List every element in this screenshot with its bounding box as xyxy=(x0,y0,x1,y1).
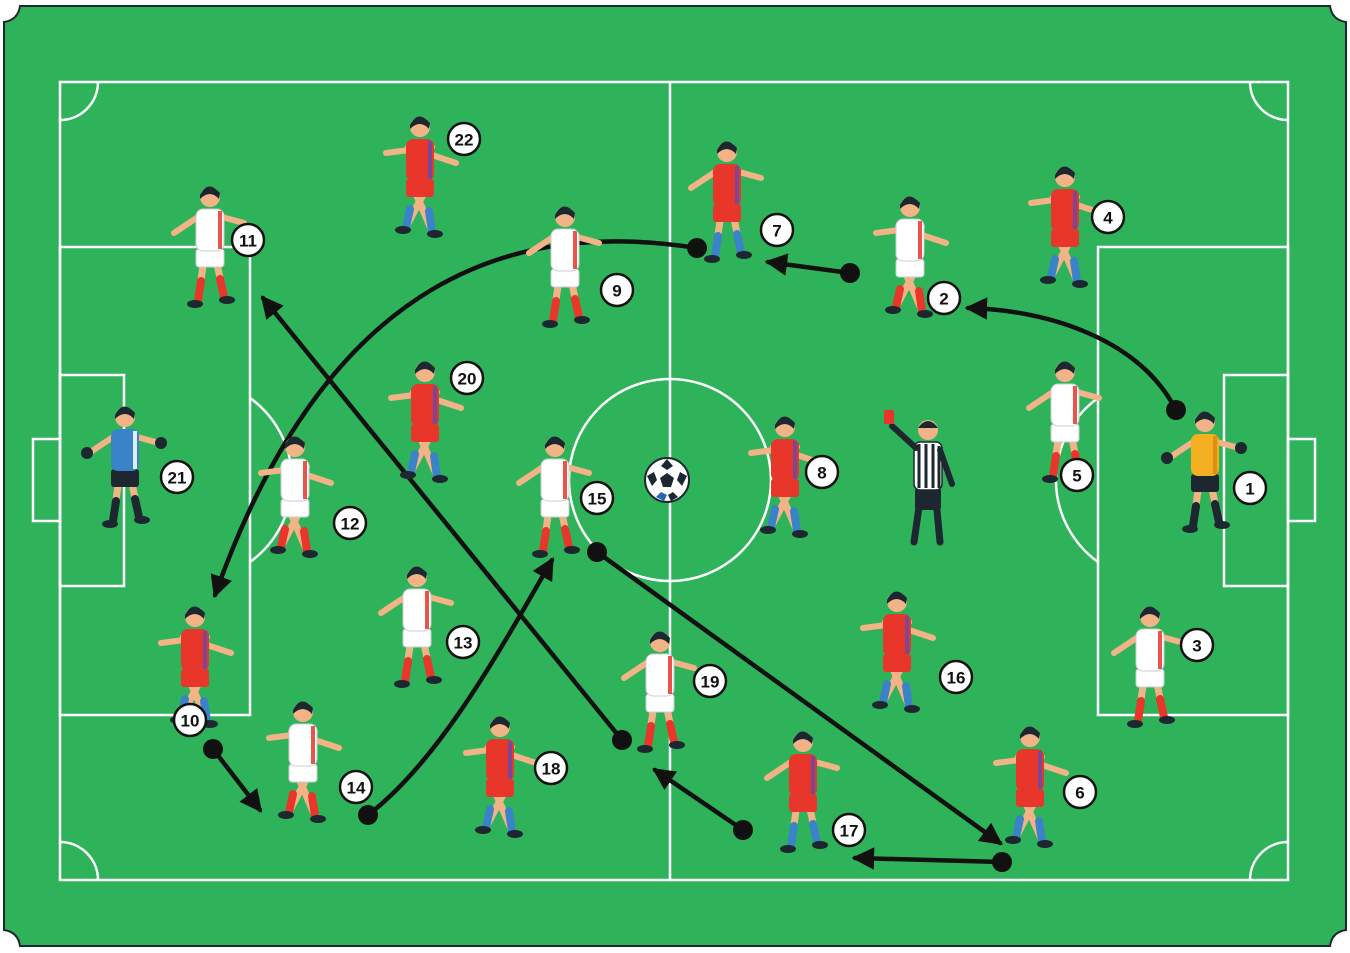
player-number-label: 10 xyxy=(181,712,200,731)
player-number-label: 9 xyxy=(612,282,621,301)
player-11-number-badge: 11 xyxy=(232,224,264,256)
player-1-number-badge: 1 xyxy=(1234,472,1266,504)
player-number-label: 3 xyxy=(1192,637,1201,656)
player-22-number-badge: 22 xyxy=(448,123,480,155)
player-number-label: 6 xyxy=(1075,784,1084,803)
player-7-number-badge: 7 xyxy=(761,214,793,246)
player-number-label: 12 xyxy=(341,515,360,534)
player-6-number-badge: 6 xyxy=(1064,776,1096,808)
player-number-label: 21 xyxy=(168,469,187,488)
player-3-number-badge: 3 xyxy=(1181,629,1213,661)
pass-origin-dot xyxy=(992,852,1012,872)
player-10-number-badge: 10 xyxy=(174,704,206,736)
player-number-label: 4 xyxy=(1103,209,1113,228)
pass-origin-dot xyxy=(733,820,753,840)
player-number-label: 8 xyxy=(817,464,826,483)
player-number-label: 11 xyxy=(239,232,257,251)
player-number-label: 7 xyxy=(772,222,781,241)
player-19-number-badge: 19 xyxy=(694,665,726,697)
player-9-number-badge: 9 xyxy=(601,274,633,306)
player-5-number-badge: 5 xyxy=(1061,459,1093,491)
player-13-number-badge: 13 xyxy=(447,626,479,658)
player-number-label: 17 xyxy=(840,822,859,841)
pass-origin-dot xyxy=(587,542,607,562)
player-number-label: 2 xyxy=(939,290,948,309)
player-number-label: 19 xyxy=(701,673,720,692)
player-17-number-badge: 17 xyxy=(833,814,865,846)
player-16-number-badge: 16 xyxy=(940,661,972,693)
player-number-label: 16 xyxy=(947,669,966,688)
player-number-label: 5 xyxy=(1072,467,1081,486)
player-number-label: 14 xyxy=(347,779,366,798)
pass-origin-dot xyxy=(687,238,707,258)
player-14-number-badge: 14 xyxy=(340,771,372,803)
player-18-number-badge: 18 xyxy=(535,752,567,784)
player-12-number-badge: 12 xyxy=(334,507,366,539)
player-number-label: 22 xyxy=(455,131,474,150)
player-15-number-badge: 15 xyxy=(581,482,613,514)
player-8-number-badge: 8 xyxy=(806,456,838,488)
soccer-ball-icon xyxy=(645,458,689,502)
pass-origin-dot xyxy=(358,805,378,825)
pass-origin-dot xyxy=(612,730,632,750)
player-21-number-badge: 21 xyxy=(161,461,193,493)
pass-origin-dot xyxy=(1166,400,1186,420)
player-number-label: 13 xyxy=(454,634,473,653)
player-20-number-badge: 20 xyxy=(451,362,483,394)
player-number-label: 15 xyxy=(588,490,607,509)
player-number-label: 20 xyxy=(458,370,477,389)
pass-origin-dot xyxy=(840,263,860,283)
pass-origin-dot xyxy=(203,739,223,759)
player-2-number-badge: 2 xyxy=(928,282,960,314)
player-number-label: 1 xyxy=(1245,480,1254,499)
player-4-number-badge: 4 xyxy=(1092,201,1124,233)
player-number-label: 18 xyxy=(542,760,561,779)
red-card-icon xyxy=(884,410,894,424)
